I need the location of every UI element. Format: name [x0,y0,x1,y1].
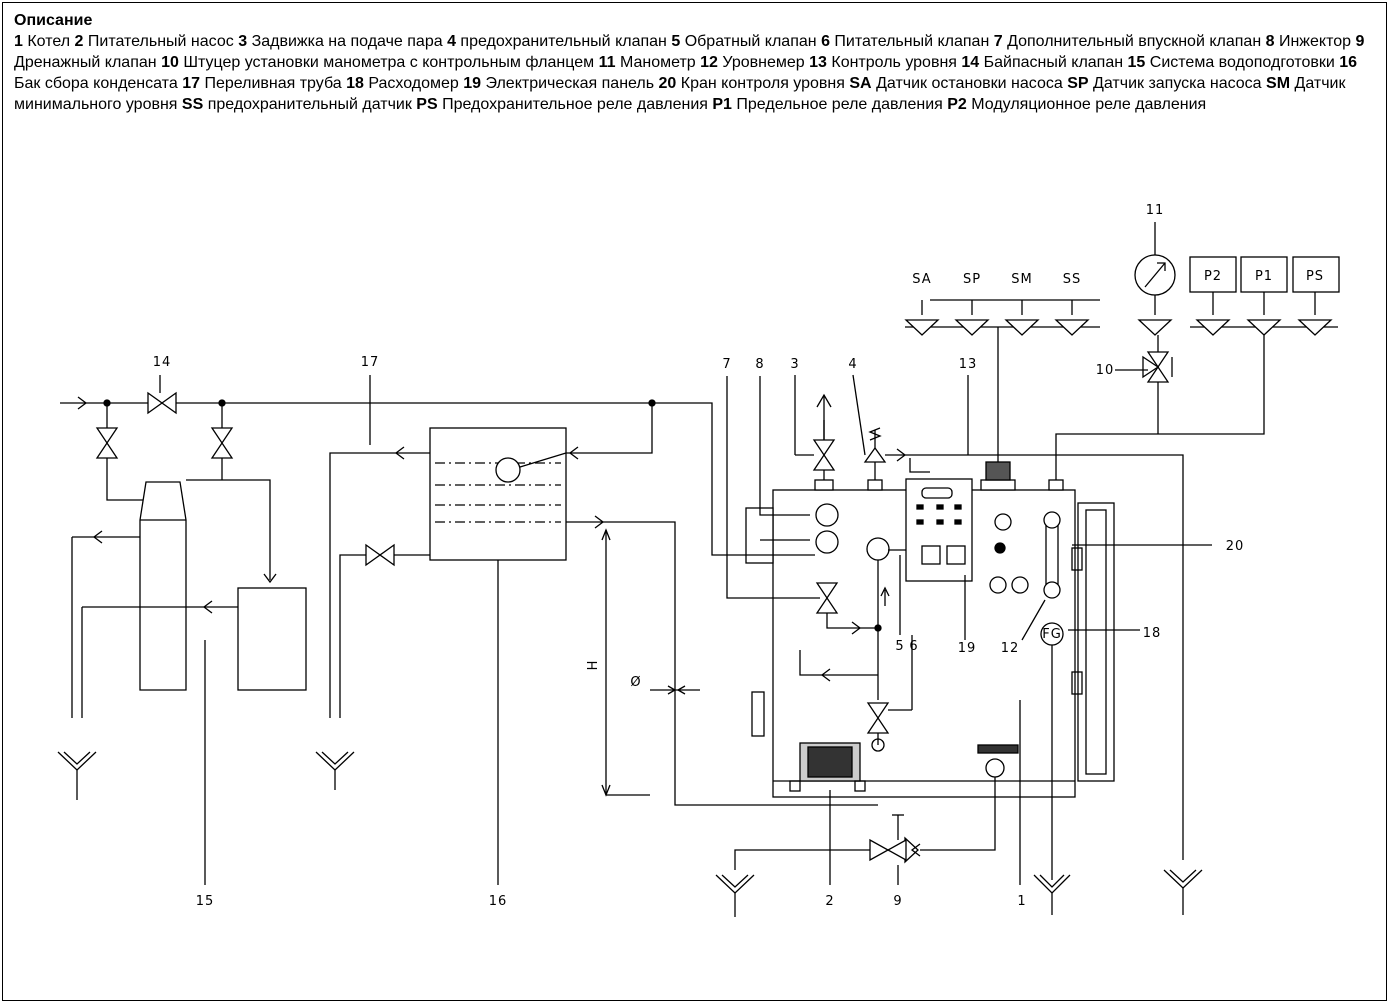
callout-15: 15 [196,894,215,909]
legend-title: Описание [14,12,93,29]
legend-text: Питательный насос [87,33,234,50]
condensate-tank [315,399,878,885]
legend-code: 9 [1355,33,1365,50]
relay-label-ps: PS [1306,269,1324,284]
legend-text: Обратный клапан [684,33,817,50]
dimension-lines [601,528,700,797]
callout-16: 16 [489,894,508,909]
sensor-label-sm: SM [1011,272,1032,287]
sensor-label-sp: SP [963,272,981,287]
legend-code: 15 [1127,54,1146,71]
legend-code: 12 [700,54,718,71]
sensor-bus [904,222,1340,383]
legend-text: Бак сбора конденсата [14,75,178,92]
legend-text: Байпасный клапан [983,54,1124,71]
legend-code: 4 [447,33,456,50]
legend-code: 5 [671,33,681,50]
boiler [745,461,1115,798]
callout-19: 19 [958,641,977,656]
dimension-h-label: H [586,660,601,671]
legend-code: 7 [993,33,1003,50]
legend-code: 3 [238,33,248,50]
legend-code: SP [1067,75,1089,92]
legend-text: Датчик запуска насоса [1093,75,1262,92]
callout-1: 1 [1017,894,1026,909]
legend-text: Дренажный клапан [14,54,157,71]
legend-code: SS [181,96,204,113]
legend-text: Задвижка на подаче пара [251,33,443,50]
legend-code: 18 [346,75,364,92]
callout-3: 3 [790,357,799,372]
water-treatment-system [57,391,652,885]
legend-text: Штуцер установки манометра с контрольным… [183,54,595,71]
legend-text: предохранительный клапан [460,33,667,50]
legend-code: 8 [1265,33,1275,50]
legend-code: 6 [821,33,830,50]
legend-text: Датчик остановки насоса [876,75,1063,92]
relay-label-p2: P2 [1204,269,1222,284]
callout-13: 13 [959,357,978,372]
callout-7: 7 [722,357,731,372]
legend-text: Предельное реле давления [736,96,943,113]
legend-code: SA [849,75,872,92]
legend-code: 17 [182,75,200,92]
bypass-valve [147,391,177,415]
legend: Описание 1 Котел 2 Питательный насос 3 З… [14,10,1380,115]
legend-code: 19 [463,75,482,92]
legend-text: Котел [27,33,71,50]
legend-code: SM [1266,75,1291,92]
legend-code: 1 [14,33,23,50]
legend-code: 2 [74,33,84,50]
callout-leaders [159,369,1212,885]
legend-code: PS [416,96,438,113]
legend-code: 20 [658,75,677,92]
callout-4: 4 [848,357,857,372]
legend-text: Расходомер [368,75,459,92]
legend-text: Дополнительный впускной клапан [1007,33,1262,50]
boiler-piping [652,320,1265,917]
sensor-label-ss: SS [1063,272,1082,287]
legend-text: Электрическая панель [485,75,655,92]
legend-code: P2 [947,96,967,113]
flowmeter-label: FG [1042,627,1062,642]
legend-text: Манометр [619,54,696,71]
gauge-label: 11 [1146,203,1165,218]
callout-20: 20 [1226,539,1245,554]
legend-code: 16 [1339,54,1358,71]
callout-9: 9 [893,894,902,909]
callout-14: 14 [153,355,172,370]
legend-text: Датчик минимального уровня [14,75,1346,113]
callout-12: 12 [1001,641,1020,656]
callout-2: 2 [825,894,834,909]
legend-text: Модуляционное реле давления [971,96,1207,113]
relay-label-p1: P1 [1255,269,1273,284]
callout-17: 17 [361,355,380,370]
legend-text: предохранительный датчик [207,96,412,113]
sensor-label-sa: SA [912,272,931,287]
legend-text: Система водоподготовки [1149,54,1335,71]
legend-code: 10 [161,54,179,71]
legend-body: 1 Котел 2 Питательный насос 3 Задвижка н… [14,31,1380,115]
legend-text: Инжектор [1278,33,1352,50]
legend-code: 11 [598,54,616,71]
callout-6: 6 [909,639,918,654]
legend-text: Кран контроля уровня [680,75,845,92]
legend-text: Переливная труба [204,75,342,92]
legend-code: 13 [809,54,827,71]
callout-5: 5 [895,639,904,654]
legend-text: Предохранительное реле давления [442,96,708,113]
callout-8: 8 [755,357,764,372]
callout-18: 18 [1143,626,1162,641]
dimension-d-label: Ø [630,675,641,690]
legend-text: Уровнемер [722,54,805,71]
legend-code: 14 [961,54,980,71]
legend-code: P1 [712,96,732,113]
legend-text: Контроль уровня [831,54,957,71]
callout-10: 10 [1096,363,1115,378]
legend-text: Питательный клапан [834,33,990,50]
